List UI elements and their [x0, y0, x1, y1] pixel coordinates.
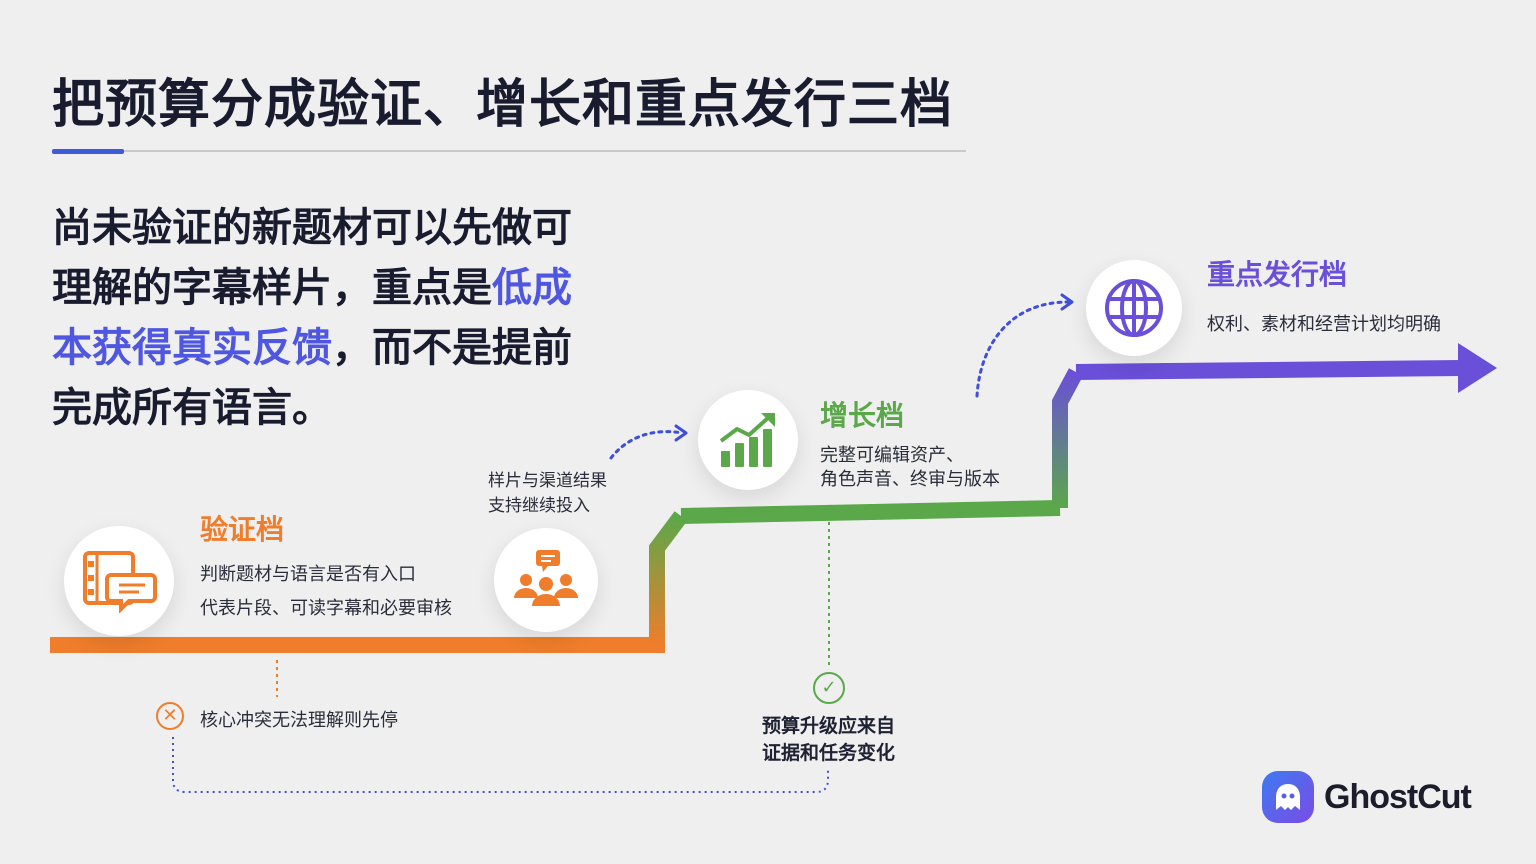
lead-text-part2: ，而不是提前完成所有语言。	[52, 325, 572, 431]
growth-line-2: 角色声音、终审与版本	[820, 469, 1000, 490]
growth-line-1: 完整可编辑资产、	[820, 445, 964, 466]
stop-x-icon: ✕	[156, 702, 184, 730]
lead-text-part1: 尚未验证的新题材可以先做可理解的字幕样片，重点是	[52, 205, 572, 311]
title-divider	[52, 150, 966, 152]
brand-logo: GhostCut	[1262, 768, 1472, 826]
verify-node	[64, 526, 174, 636]
title-divider-accent	[52, 149, 124, 154]
release-title: 重点发行档	[1207, 258, 1348, 291]
feedback-arrow	[609, 430, 684, 460]
ghost-icon	[1262, 771, 1314, 823]
growth-node	[698, 390, 798, 490]
upgrade-note-line-1: 预算升级应来自	[762, 715, 896, 737]
audience-icon	[514, 550, 578, 606]
feedback-node	[494, 528, 598, 632]
loop-connector	[172, 737, 829, 793]
lead-highlight: 低成本获得真实反馈	[52, 265, 572, 371]
verify-line-2: 代表片段、可读字幕和必要审核	[200, 598, 452, 619]
upgrade-note: 预算升级应来自 证据和任务变化	[762, 713, 895, 767]
feedback-note-line-2: 支持继续投入	[488, 496, 590, 516]
lead-paragraph: 尚未验证的新题材可以先做可理解的字幕样片，重点是低成本获得真实反馈，而不是提前完…	[52, 198, 592, 438]
growth-title: 增长档	[820, 399, 905, 432]
feedback-note-line-1: 样片与渠道结果	[488, 471, 607, 491]
upgrade-arrow	[975, 300, 1070, 398]
brand-name: GhostCut	[1324, 777, 1472, 816]
path-growth	[680, 500, 1061, 524]
release-arrowhead	[1458, 343, 1497, 393]
verify-title: 验证档	[200, 513, 285, 546]
check-icon: ✓	[813, 672, 845, 704]
globe-icon	[1105, 279, 1163, 337]
growth-chart-icon	[719, 413, 775, 467]
path-release	[1075, 360, 1463, 380]
path-rise-1	[649, 511, 688, 645]
subtitle-film-icon	[83, 551, 157, 613]
release-node	[1086, 260, 1182, 356]
feedback-note: 样片与渠道结果 支持继续投入	[488, 469, 607, 519]
verify-line-1: 判断题材与语言是否有入口	[200, 564, 416, 585]
page-title: 把预算分成验证、增长和重点发行三档	[52, 75, 954, 135]
upgrade-note-line-2: 证据和任务变化	[762, 742, 896, 764]
release-line-1: 权利、素材和经营计划均明确	[1207, 314, 1441, 335]
stop-note: 核心冲突无法理解则先停	[200, 710, 398, 731]
path-rise-2	[1052, 368, 1084, 508]
